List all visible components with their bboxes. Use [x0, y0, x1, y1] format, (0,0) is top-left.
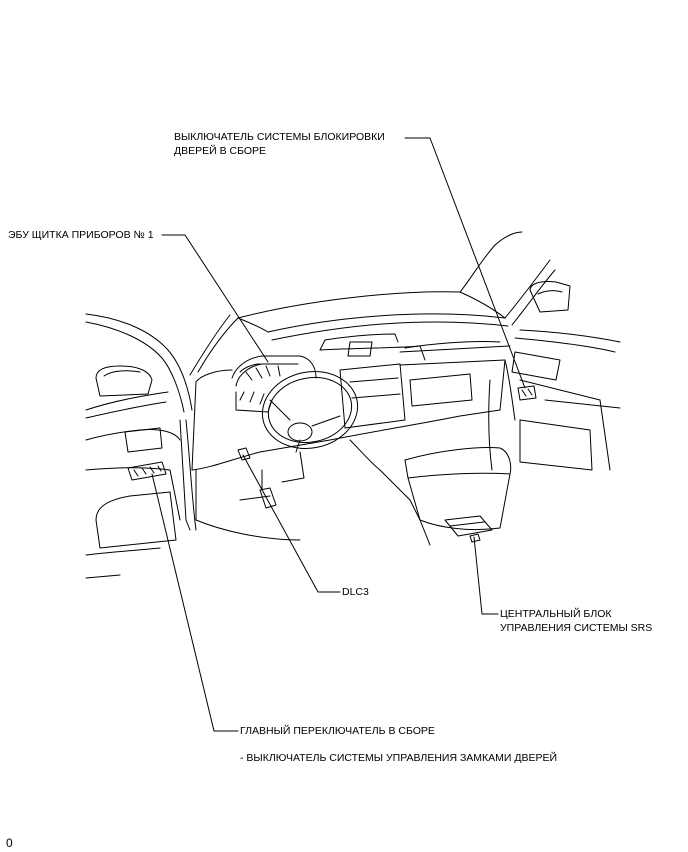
- label-srs-unit-line2: УПРАВЛЕНИЯ СИСТЕМЫ SRS: [500, 622, 653, 634]
- leader-master-switch: [151, 473, 239, 732]
- label-dlc3: DLC3: [342, 586, 369, 598]
- leader-lines: [151, 137, 526, 732]
- leader-srs: [473, 536, 499, 615]
- steering-wheel: [261, 371, 359, 483]
- dashboard: [191, 313, 511, 471]
- center-console: [349, 439, 512, 546]
- leader-door-lock: [404, 137, 526, 389]
- dlc3-part: [237, 447, 251, 461]
- figure-code: 0: [6, 836, 13, 850]
- right-door: [488, 259, 621, 471]
- left-door: [85, 313, 197, 579]
- label-master-switch-sub: - ВЫКЛЮЧАТЕЛЬ СИСТЕМЫ УПРАВЛЕНИЯ ЗАМКАМИ…: [240, 752, 558, 764]
- label-door-lock-switch-line2: ДВЕРЕЙ В СБОРЕ: [174, 145, 267, 157]
- lower-dash: [195, 447, 301, 541]
- label-srs-unit: ЦЕНТРАЛЬНЫЙ БЛОК УПРАВЛЕНИЯ СИСТЕМЫ SRS: [500, 607, 652, 635]
- label-master-switch: ГЛАВНЫЙ ПЕРЕКЛЮЧАТЕЛЬ В СБОРЕ: [240, 725, 435, 737]
- srs-unit-part: [444, 515, 493, 537]
- label-door-lock-switch: ВЫКЛЮЧАТЕЛЬ СИСТЕМЫ БЛОКИРОВКИ ДВЕРЕЙ В …: [174, 130, 385, 158]
- label-srs-unit-line1: ЦЕНТРАЛЬНЫЙ БЛОК: [500, 608, 612, 620]
- door-lock-switch-part: [517, 385, 537, 401]
- leader-ecu: [161, 234, 269, 363]
- label-door-lock-switch-line1: ВЫКЛЮЧАТЕЛЬ СИСТЕМЫ БЛОКИРОВКИ: [174, 131, 385, 143]
- windshield-frame: [189, 231, 523, 376]
- instrument-cluster: [231, 355, 317, 413]
- master-switch-part: [127, 461, 167, 481]
- leader-dlc3: [242, 454, 341, 593]
- label-instrument-ecu: ЭБУ ЩИТКА ПРИБОРОВ № 1: [8, 229, 154, 241]
